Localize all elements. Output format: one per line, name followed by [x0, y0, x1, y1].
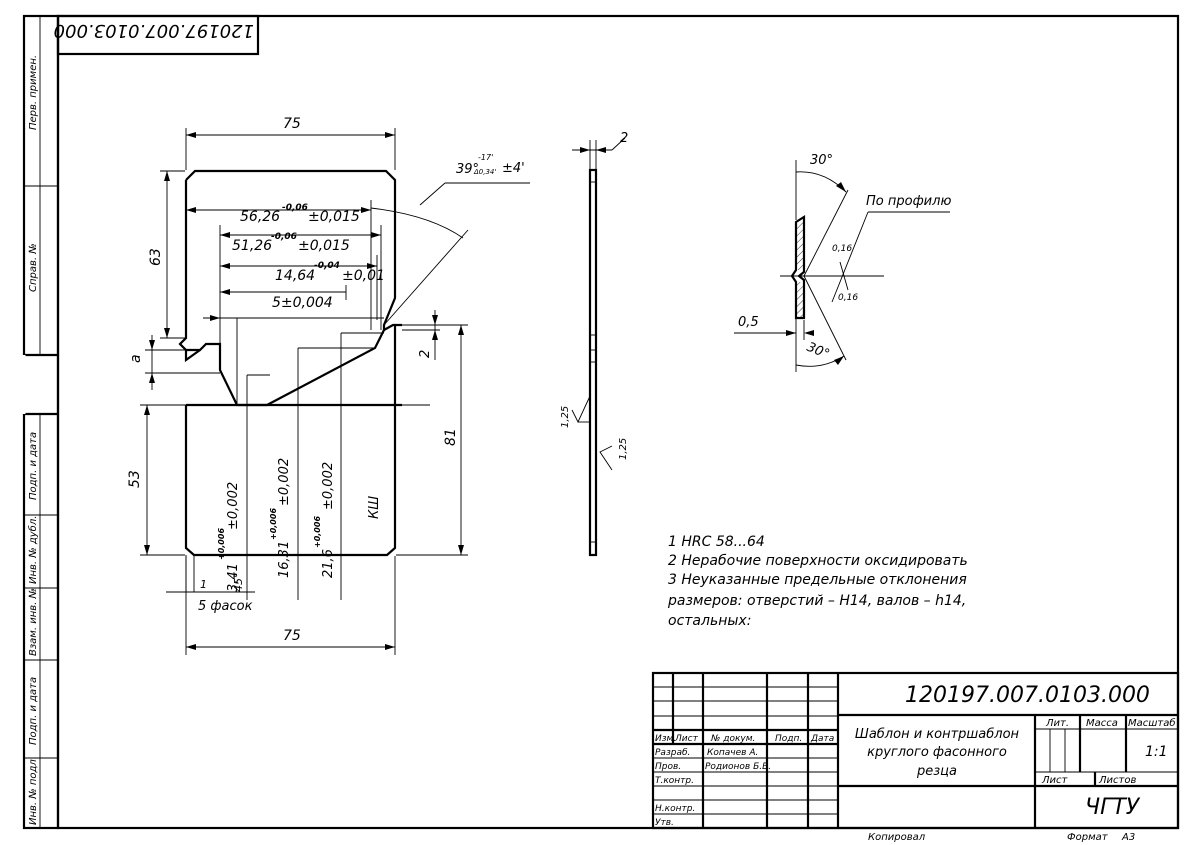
dim-angle-39-tol-upper: -17' — [478, 153, 493, 162]
frame — [22, 14, 1180, 830]
dim-51-tol: ±0,015 — [298, 238, 350, 254]
footer-format: Формат — [1067, 832, 1109, 843]
footer-format-value: А3 — [1121, 832, 1135, 843]
note-2: 2 Нерабочие поверхности оксидировать — [668, 553, 968, 569]
side-view: 2 1,25 1,25 — [560, 131, 629, 557]
dim-height-81: 81 — [443, 428, 459, 446]
dim-51: 51,26 — [232, 238, 272, 254]
dim-angle-39: 39° — [456, 162, 479, 177]
dim-angle-39-tol: ±4' — [502, 161, 525, 176]
role-prov: Пров. — [655, 762, 681, 772]
dim-height-53: 53 — [127, 470, 143, 488]
side-label-podp1: Подп. и дата — [28, 432, 39, 500]
dim-v1-sym: ±0,002 — [226, 482, 241, 530]
detail-r2: 0,16 — [838, 293, 858, 303]
dim-14-tol-upper: -0,04 — [314, 261, 340, 271]
dim-a: a — [128, 354, 144, 363]
sheet-label: Лист — [1041, 775, 1069, 786]
rotated-number-box: 120197.007.0103.000 — [54, 14, 260, 56]
dim-height-63: 63 — [148, 248, 164, 266]
dim-14: 14,64 — [275, 268, 315, 284]
org-label: ЧГТУ — [1085, 795, 1141, 820]
dim-56: 56,26 — [240, 209, 280, 225]
dim-v3-sym: ±0,002 — [321, 462, 336, 510]
rotated-drawing-number: 120197.007.0103.000 — [54, 20, 254, 41]
dim-width-top: 75 — [283, 116, 301, 132]
ksh-label: КШ — [367, 496, 382, 519]
sheets-label: Листов — [1098, 775, 1136, 786]
title-line-1: Шаблон и контршаблон — [855, 727, 1020, 742]
side-label-perv: Перв. примен. — [28, 55, 39, 130]
detail-width: 0,5 — [738, 315, 759, 330]
dim-v2-sym: ±0,002 — [277, 458, 292, 506]
note-1: 1 HRC 58...64 — [668, 534, 765, 550]
title-line-2: круглого фасонного — [867, 745, 1007, 760]
technical-notes: 1 HRC 58...64 2 Нерабочие поверхности ок… — [667, 534, 968, 629]
side-rough-a: 1,25 — [560, 406, 571, 428]
note-5: остальных: — [668, 613, 751, 629]
note-4: размеров: отверстий – Н14, валов – h14, — [667, 593, 966, 609]
title-drawing-number: 120197.007.0103.000 — [905, 683, 1150, 708]
name-prov: Родионов Б.В. — [705, 762, 771, 772]
dim-56-tol-upper: -0,06 — [282, 203, 308, 213]
dim-2-right: 2 — [418, 350, 433, 358]
dim-width-bottom: 75 — [283, 628, 301, 644]
side-label-vzam: Взам. инв. № — [28, 588, 39, 656]
dim-v1: 3,41 — [226, 563, 241, 592]
note-3: 3 Неуказанные предельные отклонения — [668, 572, 967, 588]
role-tkontr: Т.контр. — [655, 776, 694, 786]
dim-angle-39-tol-lower: Δ0,34' — [473, 168, 496, 176]
detail-angle30b: 30° — [805, 340, 832, 363]
dim-56-tol: ±0,015 — [308, 209, 360, 225]
side-label-dubl: Инв. № дубл. — [27, 516, 39, 584]
title-block-text: 120197.007.0103.000 Шаблон и контршаблон… — [655, 683, 1176, 828]
dim-5: 5±0,004 — [272, 295, 333, 311]
title-block — [651, 671, 1180, 830]
lit-label: Лит. — [1045, 718, 1069, 729]
side-label-podp2: Подп. и дата — [28, 677, 39, 745]
role-nkontr: Н.контр. — [655, 804, 695, 814]
side-strip: Перв. примен. Справ. № Подп. и дата Инв.… — [27, 55, 39, 825]
dim-51-tol-upper: -0,06 — [271, 232, 297, 242]
scale-label: Масштаб — [1128, 717, 1176, 729]
footer-copied: Копировал — [868, 832, 926, 843]
chamfer-label: 5 фасок — [198, 599, 253, 614]
side-rough-b: 1,25 — [618, 438, 629, 460]
role-razrab: Разраб. — [655, 748, 690, 758]
detail-r1: 0,16 — [832, 244, 852, 254]
dim-v3-tol: +0,006 — [313, 516, 322, 548]
hdr-izm: Изм. — [655, 734, 676, 744]
detail-profile: По профилю — [866, 194, 951, 209]
dim-v1-tol: +0,006 — [217, 528, 226, 560]
chamfer-1: 1 — [200, 578, 207, 591]
name-razrab: Копачев А. — [707, 748, 758, 758]
chamfer-45: 45° — [232, 573, 245, 593]
detail-angle30: 30° — [810, 153, 833, 168]
dimension-texts: 75 75 63 a 53 81 2 56,26 -0,06 ±0,015 51… — [127, 116, 525, 644]
side-thickness: 2 — [620, 131, 628, 146]
hdr-date: Дата — [810, 734, 834, 744]
side-label-inv: Инв. № подл. — [28, 756, 39, 825]
title-line-3: резца — [916, 764, 957, 779]
hdr-podp: Подп. — [775, 734, 802, 744]
hdr-list: Лист — [674, 734, 699, 744]
template-outline — [178, 169, 402, 557]
dim-v2-tol: +0,006 — [269, 508, 278, 540]
detail-view: 30° 30° По профилю 0,16 0,16 0,5 — [734, 153, 951, 372]
footer: Копировал Формат А3 — [868, 832, 1135, 843]
dim-14-tol: ±0,01 — [342, 268, 385, 284]
mass-label: Масса — [1086, 718, 1118, 729]
dim-v2: 16,31 — [277, 541, 292, 578]
hdr-doc: № докум. — [710, 734, 755, 744]
role-utv: Утв. — [655, 818, 674, 828]
scale-value: 1:1 — [1145, 744, 1168, 760]
dim-v3: 21,6 — [321, 549, 336, 578]
dimension-lines — [140, 128, 530, 655]
side-label-sprav: Справ. № — [28, 243, 39, 292]
